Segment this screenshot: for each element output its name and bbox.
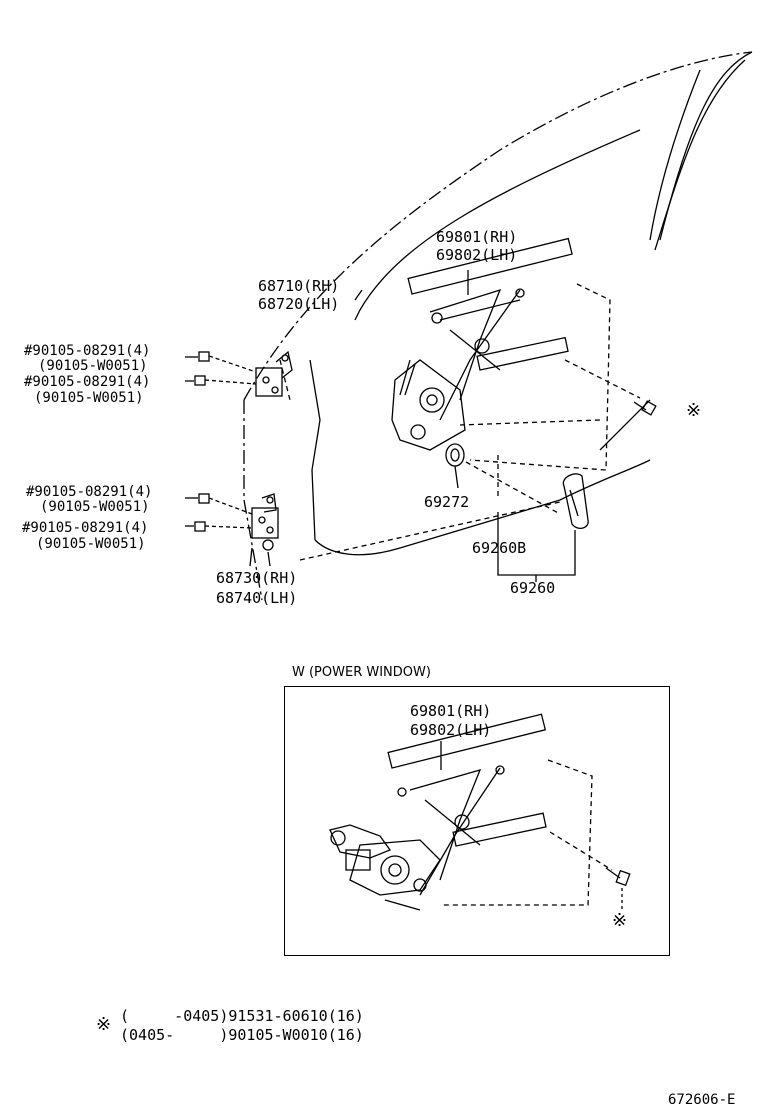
window-regulator <box>391 237 573 451</box>
regulator-handle <box>497 473 589 582</box>
screw <box>633 400 657 416</box>
upper-hinge-lh-label: 68720(LH) <box>258 295 340 313</box>
door-panel <box>309 51 753 556</box>
bolt-3-part-label: #90105-08291(4) <box>26 484 153 500</box>
door-outline <box>243 51 753 601</box>
pw-regulator-lh-label: 69802(LH) <box>410 721 492 739</box>
bolt-4-part-label: #90105-08291(4) <box>22 520 149 536</box>
upper-hinge <box>194 350 293 397</box>
lower-hinge-rh-label: 68730(RH) <box>216 569 298 587</box>
footnote-line-2: (0405- )90105-W0010(16) <box>120 1026 364 1044</box>
grommet <box>445 443 465 489</box>
door-dashed-edges <box>279 359 561 561</box>
lower-hinge-lh-label: 68740(LH) <box>216 589 298 607</box>
bolt-3-alt-label: (90105-W0051) <box>40 499 150 515</box>
upper-hinge-rh-label: 68710(RH) <box>258 277 340 295</box>
pw-reference-mark: ※ <box>612 910 628 931</box>
regulator-lh-label: 69802(LH) <box>436 246 518 264</box>
bolt-1-part-label: #90105-08291(4) <box>24 343 151 359</box>
handle-label: 69260 <box>510 579 556 597</box>
handle-dashed-guide <box>465 455 561 515</box>
footnote-line-1: ( -0405)91531-60610(16) <box>120 1007 364 1025</box>
leader-upper-hinge <box>354 289 363 301</box>
power-window-regulator <box>329 713 547 911</box>
bolt-2-part-label: #90105-08291(4) <box>24 374 151 390</box>
bolt-2-alt-label: (90105-W0051) <box>34 390 144 406</box>
bolt-4-alt-label: (90105-W0051) <box>36 536 146 552</box>
lower-hinge <box>194 493 279 567</box>
grommet-label: 69272 <box>424 493 470 511</box>
footnote-mark: ※ <box>96 1014 112 1035</box>
regulator-dashed-guides <box>459 283 641 471</box>
power-window-title: W (POWER WINDOW) <box>292 665 431 680</box>
figure-code: 672606-E <box>668 1092 736 1108</box>
bolt-1-alt-label: (90105-W0051) <box>38 358 148 374</box>
pw-screw <box>605 867 631 912</box>
regulator-rh-label: 69801(RH) <box>436 228 518 246</box>
pw-regulator-rh-label: 69801(RH) <box>410 702 492 720</box>
pw-dashed-guides <box>440 759 613 906</box>
power-window-frame <box>284 686 670 956</box>
reference-mark: ※ <box>686 400 702 421</box>
handle-sub-label: 69260B <box>472 539 527 557</box>
